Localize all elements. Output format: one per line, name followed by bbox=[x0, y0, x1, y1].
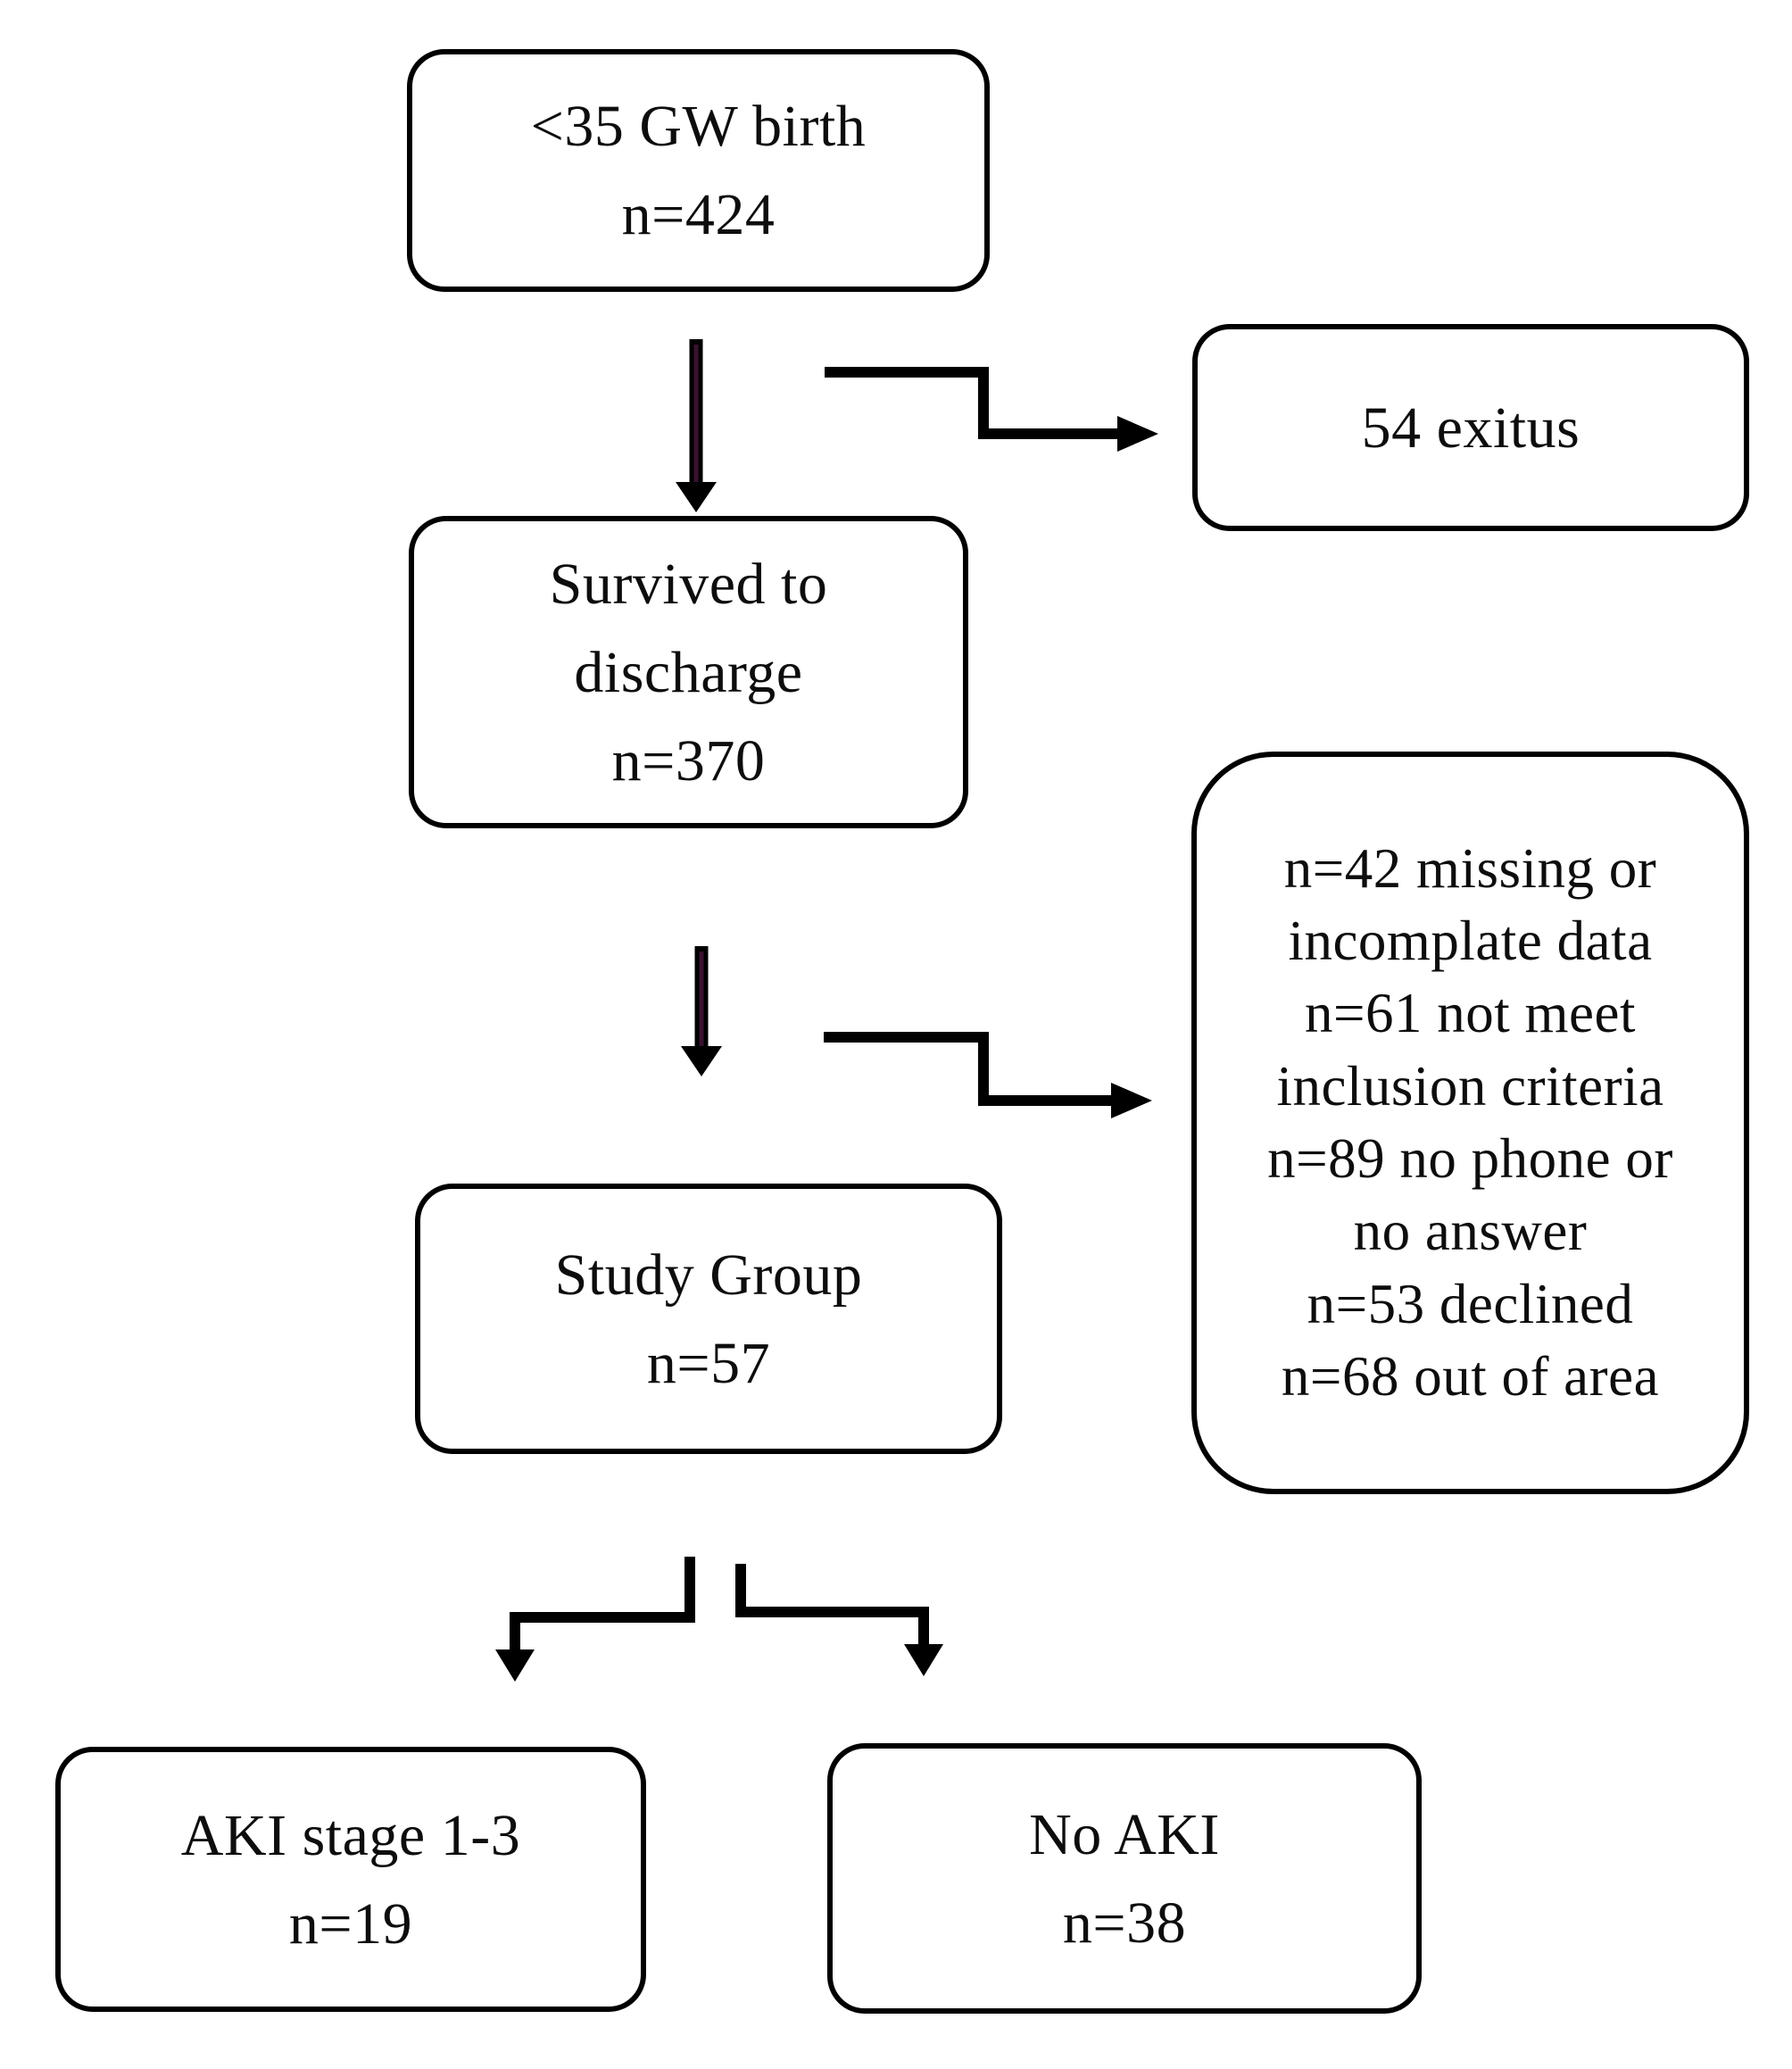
box-exclusions-line: no answer bbox=[1353, 1200, 1588, 1263]
arrow-birth-to-survived bbox=[676, 339, 717, 512]
box-aki-stage-label: AKI stage 1-3 bbox=[180, 1802, 521, 1868]
arrow-birth-to-exitus bbox=[825, 367, 1158, 452]
box-study-group-label: Study Group bbox=[554, 1242, 863, 1308]
arrow-elbow bbox=[510, 1557, 695, 1649]
box-aki-stage-count: n=19 bbox=[288, 1890, 413, 1957]
arrow-survived-to-exclusions bbox=[824, 1032, 1152, 1118]
box-no-aki: No AKI n=38 bbox=[827, 1743, 1422, 2014]
box-54-exitus-label: 54 exitus bbox=[1361, 395, 1580, 461]
box-exclusions-line: n=53 declined bbox=[1307, 1272, 1634, 1335]
box-study-group: Study Group n=57 bbox=[415, 1184, 1002, 1454]
arrow-study-to-noaki bbox=[735, 1564, 943, 1676]
box-exclusions-line: n=61 not meet bbox=[1305, 982, 1636, 1045]
arrow-elbow bbox=[824, 1032, 1111, 1106]
box-exclusions-line: n=42 missing or bbox=[1283, 836, 1657, 900]
box-exclusions-line: incomplate data bbox=[1288, 910, 1653, 973]
box-study-group-count: n=57 bbox=[646, 1330, 771, 1396]
arrow-head-down bbox=[904, 1644, 943, 1676]
arrow-head-down bbox=[681, 1046, 722, 1076]
arrow-head-down bbox=[676, 482, 717, 512]
box-lt35gw-birth: <35 GW birth n=424 bbox=[407, 49, 990, 292]
box-exclusions: n=42 missing or incomplate data n=61 not… bbox=[1191, 752, 1749, 1494]
box-exclusions-line: n=89 no phone or bbox=[1267, 1127, 1673, 1190]
arrow-study-to-aki bbox=[495, 1557, 695, 1682]
box-survived-discharge: Survived to discharge n=370 bbox=[409, 516, 968, 828]
arrow-head-down bbox=[495, 1649, 535, 1682]
box-lt35gw-birth-label: <35 GW birth bbox=[530, 94, 867, 159]
arrow-elbow bbox=[735, 1564, 929, 1644]
arrow-survived-to-study bbox=[681, 946, 722, 1076]
box-aki-stage: AKI stage 1-3 n=19 bbox=[55, 1747, 646, 2012]
arrow-head-right bbox=[1117, 416, 1158, 452]
box-survived-line: Survived to bbox=[549, 551, 828, 617]
arrow-elbow bbox=[825, 367, 1117, 439]
box-survived-line: discharge bbox=[574, 639, 803, 705]
arrow-head-right bbox=[1111, 1083, 1152, 1118]
box-no-aki-count: n=38 bbox=[1062, 1890, 1187, 1956]
box-lt35gw-birth-count: n=424 bbox=[621, 182, 776, 247]
box-exclusions-line: n=68 out of area bbox=[1281, 1344, 1660, 1408]
box-exclusions-line: inclusion criteria bbox=[1276, 1054, 1664, 1118]
box-54-exitus: 54 exitus bbox=[1192, 324, 1749, 531]
box-survived-count: n=370 bbox=[611, 727, 766, 794]
box-no-aki-label: No AKI bbox=[1029, 1801, 1220, 1867]
